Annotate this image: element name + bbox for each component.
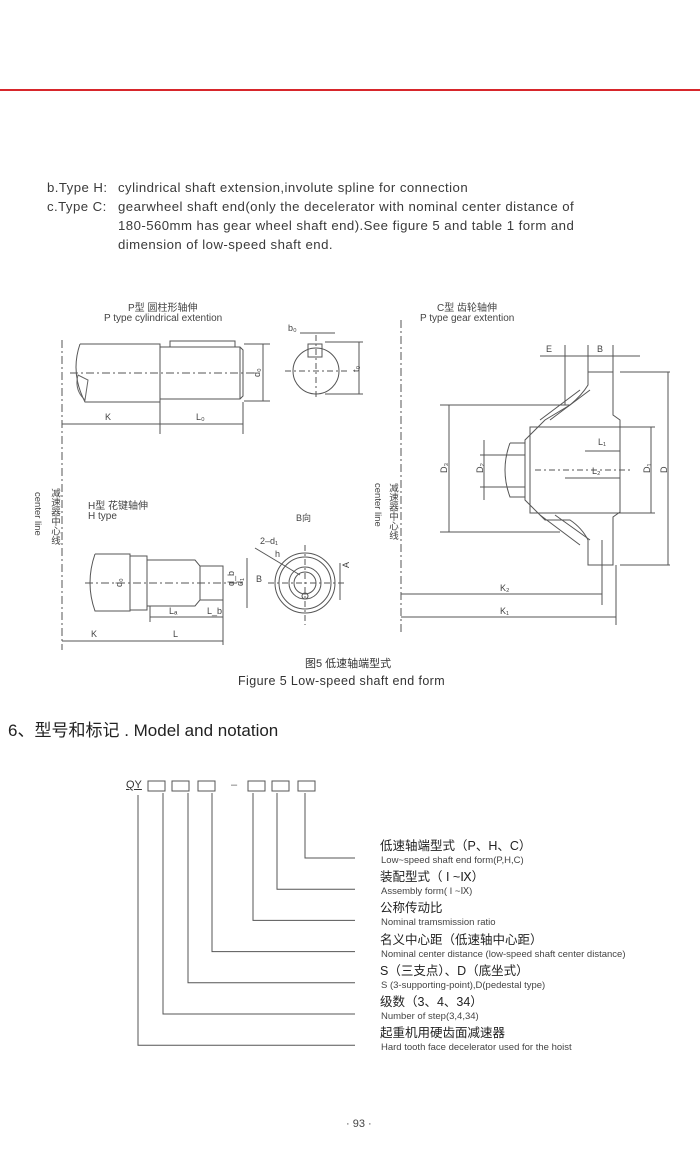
- label-t0: t₀: [351, 365, 361, 372]
- notation-item-en: Low~speed shaft end form(P,H,C): [381, 855, 524, 866]
- type-c-text-2: 180-560mm has gear wheel shaft end).See …: [118, 218, 575, 233]
- notation-prefix-qy: QY: [126, 779, 142, 791]
- notation-box: [171, 780, 190, 792]
- notation-item-cn: S（三支点）、D（底坐式）: [380, 963, 529, 978]
- label-db: d_b: [226, 571, 236, 586]
- header-rule: [0, 89, 700, 91]
- label-la: Lₐ: [169, 606, 178, 616]
- notation-box: [297, 780, 316, 792]
- label-b-arrow: B: [256, 574, 262, 584]
- label-d2: D₂: [475, 463, 485, 473]
- notation-item-en: Nominal center distance (low-speed shaft…: [381, 948, 626, 960]
- type-b-prefix: b.Type H:: [47, 180, 108, 195]
- p-type-shaft: K L₀ d₀ b₀ t₀: [62, 323, 363, 434]
- label-l2: L₂: [592, 466, 601, 476]
- c-type-title-en: P type gear extention: [420, 313, 515, 324]
- notation-leader-line: [187, 793, 355, 984]
- section-heading-cn: 6、型号和标记: [8, 721, 120, 740]
- notation-item-cn: 名义中心距（低速轴中心距）: [380, 932, 543, 947]
- label-d0-h: d₀: [114, 578, 124, 587]
- notation-item-cn: 低速轴端型式（P、H、C）: [380, 839, 532, 853]
- label-l0: L₀: [196, 412, 205, 422]
- section-heading-en: . Model and notation: [124, 721, 279, 740]
- center-line-label-en-right: center line: [372, 483, 383, 527]
- notation-leader-line: [211, 793, 355, 953]
- label-b0: b₀: [288, 323, 297, 333]
- type-b-text: cylindrical shaft extension,involute spl…: [118, 180, 469, 195]
- c-type-title-cn: C型 齿轮轴伸: [437, 303, 497, 314]
- label-d1: d₁: [235, 578, 245, 586]
- figure-caption-en: Figure 5 Low-speed shaft end form: [238, 674, 446, 688]
- label-k1: K₁: [500, 606, 509, 616]
- label-d1-gear: D₁: [642, 463, 652, 473]
- notation-dash: –: [231, 779, 238, 791]
- h-type-title-en: H type: [88, 511, 117, 522]
- notation-item-en: Hard tooth face decelerator used for the…: [381, 1042, 572, 1054]
- notation-leader-line: [252, 793, 355, 921]
- notation-item-en: Number of step(3,4,34): [381, 1011, 479, 1022]
- p-type-title-cn: P型 圆柱形轴伸: [128, 303, 198, 314]
- label-2-d1: 2–d₁: [260, 536, 278, 546]
- center-line-label-cn-right: 减速器中心线: [387, 483, 398, 540]
- section-heading: 6、型号和标记 . Model and notation: [8, 716, 278, 741]
- label-b-view: B向: [296, 512, 311, 523]
- label-k2: K₂: [500, 583, 510, 593]
- type-c-text-3: dimension of low-speed shaft end.: [118, 237, 333, 252]
- c-type-gear: E B L₁ L₂ D₃ D₂ D₁ D K₂ K₁: [401, 344, 670, 625]
- label-e: E: [546, 344, 552, 354]
- label-b-gear: B: [597, 344, 603, 354]
- notation-leader-line: [304, 793, 355, 859]
- h-type-title-cn: H型 花键轴伸: [88, 501, 148, 512]
- notation-item-cn: 起重机用硬齿面减速器: [380, 1026, 506, 1041]
- label-d0: d₀: [252, 368, 262, 377]
- h-type-shaft: K L Lₐ L_b d₀ d_b d₁ 2–d₁ h B A B向: [62, 512, 351, 645]
- notation-box: [271, 780, 290, 792]
- notation-leader-line: [276, 793, 355, 890]
- notation-leader-line: [162, 793, 355, 1015]
- notation-leader-line: [137, 795, 355, 1046]
- label-h: h: [275, 549, 280, 559]
- notation-item-cn: 装配型式（ I ~Ⅸ）: [380, 870, 485, 885]
- page-number: · 93 ·: [346, 1118, 372, 1130]
- label-l: L: [173, 629, 178, 639]
- center-line-label-cn-left: 减速器中心线: [49, 488, 60, 545]
- notation-item-cn: 公称传动比: [380, 901, 443, 916]
- notation-item-cn: 级数（3、4、34）: [380, 995, 483, 1009]
- notation-item-en: Nominal tramsmission ratio: [381, 917, 496, 929]
- label-k-h: K: [91, 629, 97, 639]
- notation-box: [247, 780, 266, 792]
- type-c-prefix: c.Type C:: [47, 199, 107, 214]
- label-d: D: [659, 466, 669, 473]
- type-c-text-1: gearwheel shaft end(only the decelerator…: [118, 199, 575, 214]
- label-d3: D₃: [439, 463, 449, 473]
- figure-5-drawing: K L₀ d₀ b₀ t₀ K L Lₐ L_b d₀ d_b d₁ 2–d₁ …: [61, 320, 670, 650]
- p-type-title-en: P type cylindrical extention: [104, 313, 223, 324]
- label-lb: L_b: [207, 606, 222, 616]
- notation-box: [197, 780, 216, 792]
- figure-caption-cn: 图5 低速轴端型式: [305, 658, 392, 670]
- notation-box: [147, 780, 166, 792]
- label-k-p: K: [105, 412, 111, 422]
- label-a: A: [341, 562, 351, 568]
- notation-item-en: S (3-supporting-point),D(pedestal type): [381, 979, 546, 991]
- label-l1: L₁: [598, 437, 606, 447]
- notation-item-en: Assembly form( I ~Ⅸ): [381, 886, 473, 898]
- center-line-label-en-left: center line: [32, 492, 43, 536]
